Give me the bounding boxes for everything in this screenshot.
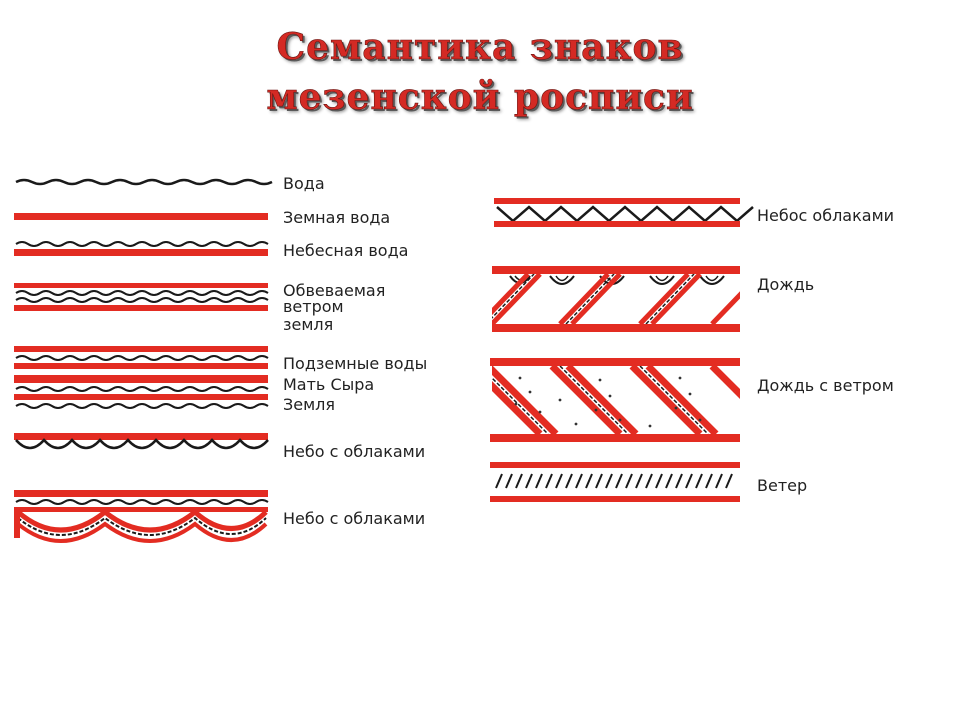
- sign-podzemnye-vody: [14, 346, 269, 409]
- label-dozhd-s-vetrom: Дождь с ветром: [757, 376, 894, 395]
- title-line-1: Семантика знаков: [276, 26, 684, 69]
- label-nebesnaya-voda: Небесная вода: [283, 241, 409, 260]
- label-obvevaemaya-line-2: ветром: [283, 297, 344, 316]
- label-obvevaemaya-line-1: Обвеваемая: [283, 281, 386, 300]
- label-podzemnye-line-1: Подземные воды: [283, 354, 428, 373]
- sign-nebo-s-oblakami-2: [14, 490, 269, 543]
- label-voda: Вода: [283, 174, 325, 193]
- sign-obvevaemaya-zemlya: [14, 283, 269, 311]
- sign-dozhd-s-vetrom: [490, 358, 740, 442]
- label-podzemnye-line-3: Земля: [283, 395, 336, 414]
- title-line-2: мезенской росписи: [266, 76, 694, 119]
- label-nebo-s-oblakami-1: Небо с облаками: [283, 442, 426, 461]
- sign-veter: [490, 462, 740, 502]
- label-dozhd: Дождь: [757, 275, 815, 294]
- label-zemnaya-voda: Земная вода: [283, 208, 391, 227]
- label-veter: Ветер: [757, 476, 808, 495]
- label-obvevaemaya-line-3: земля: [283, 315, 334, 334]
- label-nebos-oblakami: Небос облаками: [757, 206, 895, 225]
- label-nebo-s-oblakami-2: Небо с облаками: [283, 509, 426, 528]
- sign-voda: [15, 178, 273, 186]
- label-podzemnye-line-2: Мать Сыра: [283, 375, 375, 394]
- sign-dozhd: [492, 266, 740, 332]
- sign-nebo-s-oblakami-1: [14, 433, 269, 450]
- sign-nebesnaya-voda: [14, 241, 269, 256]
- sign-zemnaya-voda: [14, 213, 268, 220]
- sign-nebos-oblakami: [494, 198, 754, 227]
